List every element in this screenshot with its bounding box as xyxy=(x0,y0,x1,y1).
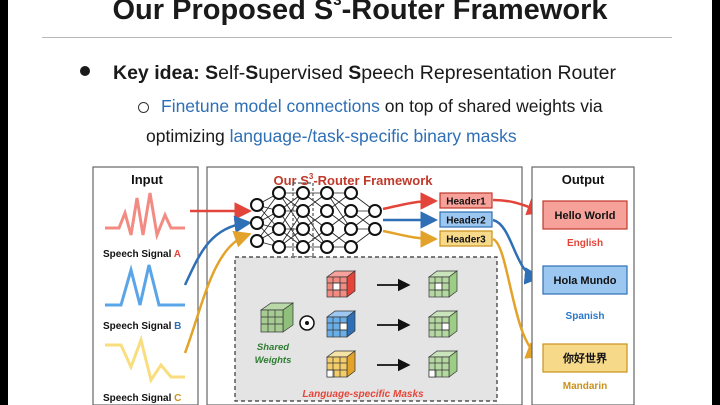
signal-c-waveform xyxy=(105,334,185,384)
slide: Our Proposed S3-Router Framework Key ide… xyxy=(8,0,712,405)
neural-network xyxy=(256,192,376,248)
shared-weights-label-line2: Weights xyxy=(255,355,292,366)
network-nodes xyxy=(250,186,382,254)
header3-box xyxy=(439,230,493,247)
arrow-to-header1 xyxy=(382,192,438,211)
page-title: Our Proposed S3-Router Framework xyxy=(112,0,608,26)
arrow-header2-output xyxy=(492,218,542,285)
header3-label: Header3 xyxy=(446,235,486,246)
output-mandarin-text: 你好世界 xyxy=(562,351,607,365)
network-highlight-box xyxy=(292,182,314,258)
mask-cube-blue xyxy=(325,310,357,338)
mask-cube-red xyxy=(325,270,357,298)
header2-box xyxy=(439,211,493,228)
bullet-dot-icon xyxy=(80,66,90,76)
masked-weights-cube-2 xyxy=(427,310,459,338)
header1-box xyxy=(439,192,493,209)
arrow-header3-output xyxy=(492,237,544,359)
title-divider xyxy=(42,37,672,38)
shared-weights-label: Shared xyxy=(257,342,289,353)
signal-a-waveform xyxy=(105,192,185,241)
output-spanish-box xyxy=(542,265,628,295)
header1-label: Header1 xyxy=(446,197,486,208)
signal-b-label: Speech Signal B xyxy=(103,321,181,332)
output-english-box xyxy=(542,200,628,230)
output-mandarin-box xyxy=(542,343,628,373)
masks-label: Language-specific Masks xyxy=(302,389,424,400)
input-title: Input xyxy=(131,172,163,187)
output-spanish-text: Hola Mundo xyxy=(554,275,617,287)
arrow-to-header3 xyxy=(382,229,438,248)
output-mandarin-language: Mandarin xyxy=(563,381,607,392)
masked-weights-cube-1 xyxy=(427,270,459,298)
signal-c-label: Speech Signal C xyxy=(103,393,181,404)
masked-weights-cube-3 xyxy=(427,350,459,378)
mask-cube-gold xyxy=(325,350,357,378)
output-english-language: English xyxy=(567,238,603,249)
signal-b-waveform xyxy=(105,264,185,307)
header2-label: Header2 xyxy=(446,216,486,227)
framework-title: Our S3-Router Framework xyxy=(273,172,433,188)
arrow-signal-b xyxy=(183,215,252,286)
shared-weights-cube xyxy=(259,302,295,333)
output-spanish-language: Spanish xyxy=(566,311,605,322)
signal-a-label: Speech Signal A xyxy=(103,249,181,260)
output-english-text: Hello World xyxy=(555,210,616,222)
output-title: Output xyxy=(562,172,605,187)
bullet-circle-icon xyxy=(138,102,149,113)
arrow-signal-c xyxy=(183,230,252,354)
framework-figure: Input Speech Signal A Speech Signal B Sp… xyxy=(85,165,635,405)
